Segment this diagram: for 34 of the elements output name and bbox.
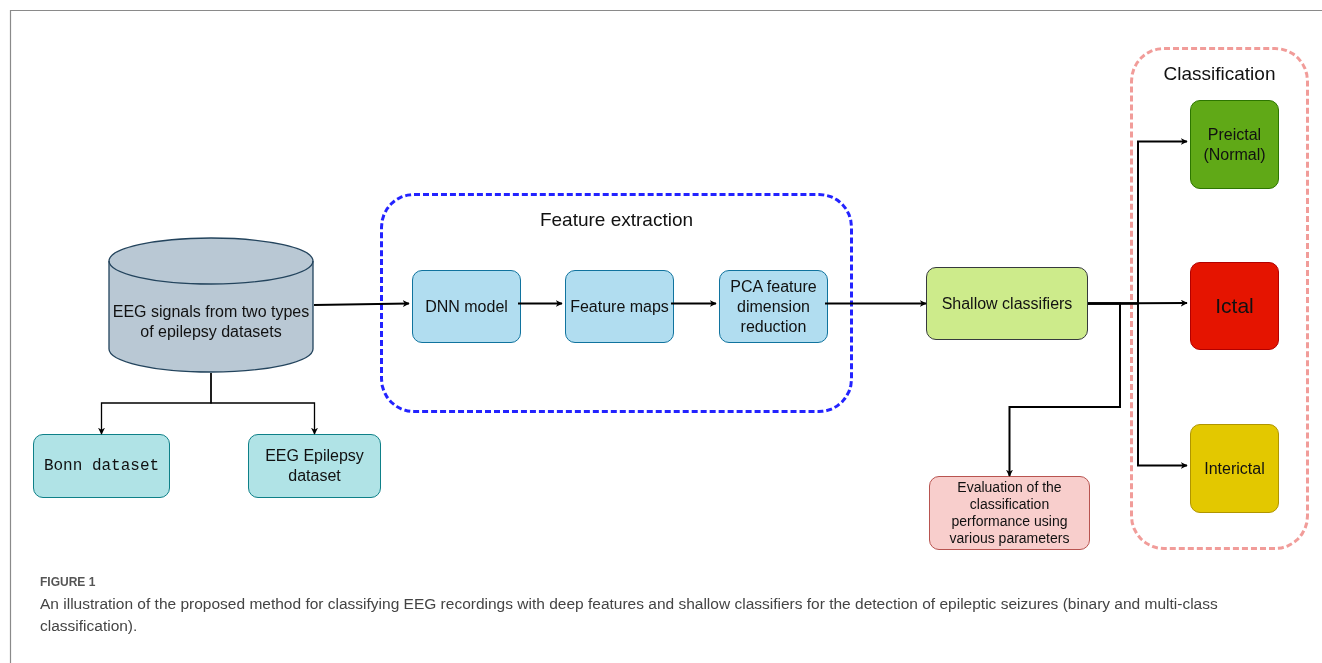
- node-label: DNN model: [425, 296, 508, 317]
- node-label: EEG Epilepsy dataset: [264, 446, 365, 486]
- node-label: EEG signals from two types of epilepsy datasets: [111, 302, 311, 342]
- arrow: [517, 300, 563, 307]
- arrow: [824, 300, 927, 307]
- group-frame: [1130, 47, 1309, 550]
- process-box: [929, 476, 1090, 550]
- arrow: [1087, 299, 1188, 307]
- node-label: Ictal: [1215, 292, 1254, 319]
- dataset-box: [248, 434, 381, 498]
- node-label: Feature maps: [570, 296, 669, 317]
- group-title: Feature extraction: [539, 208, 694, 232]
- arrow: [210, 372, 318, 435]
- figure-number: FIGURE 1: [40, 575, 96, 589]
- node-label: Shallow classifiers: [941, 293, 1073, 314]
- node-label: Evaluation of the classification performance using various parameters: [948, 479, 1071, 547]
- process-box: [565, 270, 674, 343]
- arrow: [313, 300, 410, 308]
- node-label: Interictal: [1204, 458, 1265, 479]
- class-box: [1190, 424, 1279, 513]
- node-label: Bonn dataset: [43, 456, 160, 476]
- group-frame: [380, 193, 853, 413]
- class-box: [1190, 262, 1279, 350]
- node-label: Preictal (Normal): [1202, 124, 1267, 165]
- caption: An illustration of the proposed method for classifying EEG recordings with deep features and shallow classifiers for the detection of epileptic seizures (binary and multi-class classification).: [40, 594, 1219, 636]
- class-box: [1190, 100, 1279, 189]
- dataset-box: [33, 434, 170, 498]
- node-label: PCA feature dimension reduction: [729, 276, 818, 337]
- arrow: [1006, 302, 1121, 477]
- process-box: [412, 270, 521, 343]
- group-title: Classification: [1163, 62, 1276, 86]
- arrow: [670, 300, 717, 307]
- process-box: [719, 270, 828, 343]
- classifier-box: [926, 267, 1088, 340]
